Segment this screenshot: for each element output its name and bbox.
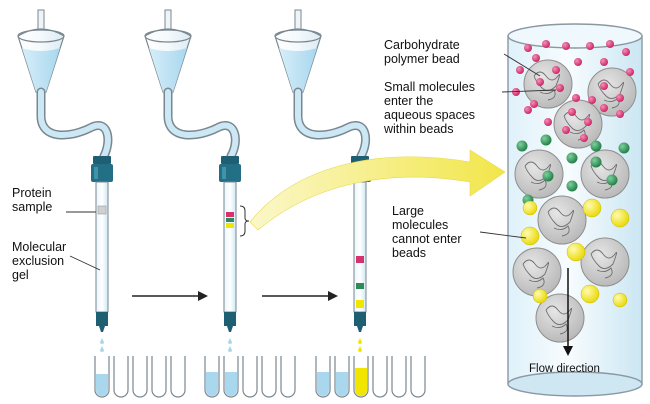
arrow-right-icon [262, 291, 338, 301]
apparatus-1 [17, 9, 113, 352]
label-line: Protein [12, 186, 52, 200]
apparatus-2 [144, 9, 250, 352]
label-line: Molecular [12, 240, 67, 254]
label-protein-sample: Protein sample [12, 186, 52, 214]
test-tube-rack-1 [94, 356, 186, 398]
label-line: aqueous spaces [384, 108, 476, 122]
label-line: Flow direction [529, 363, 600, 375]
flow-arrow-icon [563, 268, 573, 356]
label-carbohydrate-bead: Carbohydrate polymer bead [384, 38, 460, 66]
label-line: molecules [392, 218, 449, 232]
funnel-icon [274, 9, 322, 93]
test-tube-icon [391, 356, 407, 398]
label-line: gel [12, 268, 29, 282]
test-tube-icon [151, 356, 167, 398]
column-icon [91, 156, 113, 352]
column-icon [219, 156, 241, 352]
test-tube-rack-3 [315, 356, 426, 398]
test-tube-icon [94, 356, 110, 398]
small-molecules [512, 40, 634, 142]
polymer-beads [512, 59, 637, 343]
label-line: beads [392, 246, 427, 260]
label-line: Small molecules [384, 80, 476, 94]
label-line: exclusion [12, 254, 65, 268]
test-tube-icon [372, 356, 388, 398]
magnified-column [479, 23, 643, 397]
label-line: enter the [384, 94, 434, 108]
medium-molecules [516, 134, 630, 206]
apparatus-3 [274, 9, 371, 352]
label-line: within beads [384, 122, 454, 136]
label-large-molecules: Large molecules cannot enter beads [392, 204, 462, 260]
test-tube-rack-2 [204, 356, 296, 398]
test-tube-icon [204, 356, 220, 398]
label-line: cannot enter [392, 232, 462, 246]
label-flow-direction: Flow direction [529, 362, 600, 376]
test-tube-icon [132, 356, 148, 398]
test-tube-icon [113, 356, 129, 398]
test-tube-icon [410, 356, 426, 398]
label-molecular-exclusion-gel: Molecular exclusion gel [12, 240, 66, 282]
test-tube-icon [261, 356, 277, 398]
test-tube-icon [170, 356, 186, 398]
test-tube-icon [353, 356, 369, 398]
test-tube-icon [242, 356, 258, 398]
label-line: Carbohydrate [384, 38, 460, 52]
funnel-icon [144, 9, 192, 93]
test-tube-icon [315, 356, 331, 398]
test-tube-icon [280, 356, 296, 398]
label-small-molecules: Small molecules enter the aqueous spaces… [384, 80, 475, 136]
test-tube-icon [334, 356, 350, 398]
arrow-right-icon [132, 291, 208, 301]
label-line: polymer bead [384, 52, 460, 66]
label-line: sample [12, 200, 53, 214]
column-icon [349, 156, 371, 352]
large-molecules [520, 198, 630, 308]
label-line: Large [392, 204, 424, 218]
test-tube-icon [223, 356, 239, 398]
funnel-icon [17, 9, 65, 93]
zoom-arrow-icon [249, 149, 506, 231]
